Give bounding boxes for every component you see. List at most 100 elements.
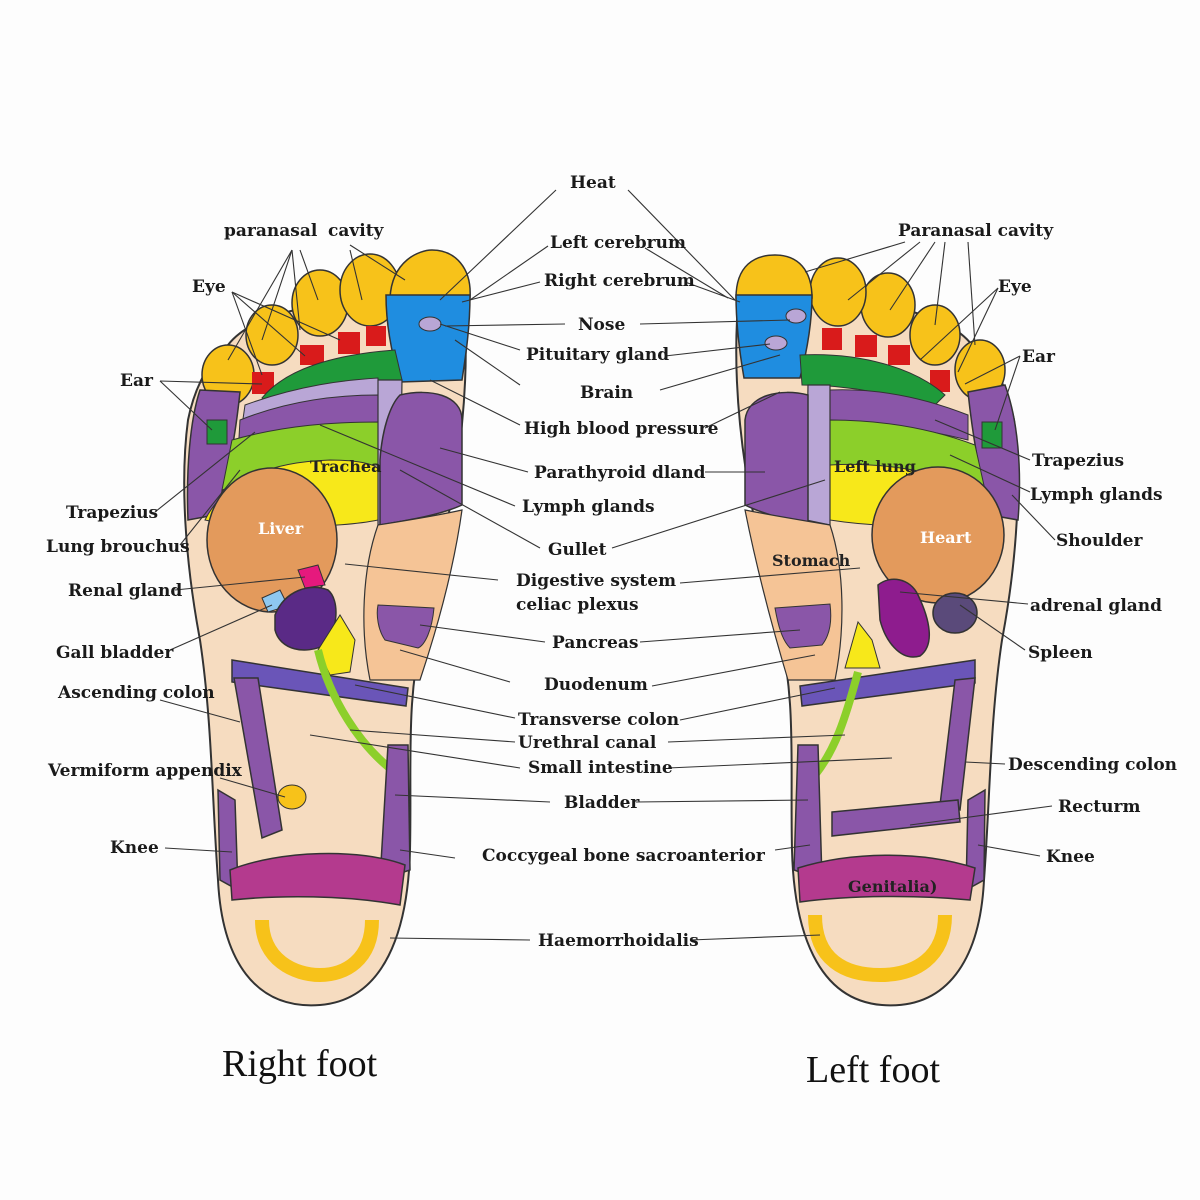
zone-label-liver: Liver bbox=[258, 519, 304, 538]
right-renal-gland bbox=[297, 564, 326, 589]
right-sinus-red-2 bbox=[300, 345, 324, 365]
left-foot bbox=[735, 254, 1021, 1007]
label-nose: Nose bbox=[578, 315, 625, 335]
label-vermiform-appendix: Vermiform appendix bbox=[47, 761, 243, 781]
label-lymph-glands-left: Lymph glands bbox=[1030, 485, 1163, 505]
right-fourth-toe bbox=[245, 304, 299, 366]
zone-label-genitalia: Genitalia) bbox=[848, 877, 937, 896]
label-bladder: Bladder bbox=[564, 793, 640, 813]
label-high-blood-pressure: High blood pressure bbox=[524, 419, 719, 439]
label-ear-right: Ear bbox=[120, 371, 154, 391]
right-parathyroid-zone bbox=[379, 391, 463, 526]
left-parathyroid-zone bbox=[744, 391, 809, 526]
left-genitalia-zone bbox=[797, 854, 976, 903]
right-digestive-column bbox=[363, 509, 463, 681]
left-bladder-zone bbox=[793, 744, 823, 882]
label-gullet: Gullet bbox=[548, 540, 607, 560]
label-heat: Heat bbox=[570, 173, 616, 193]
label-trapezius-left: Trapezius bbox=[1032, 451, 1124, 471]
label-adrenal-gland: adrenal gland bbox=[1030, 596, 1162, 616]
label-trapezius-right: Trapezius bbox=[66, 503, 158, 523]
right-third-toe bbox=[291, 269, 349, 337]
left-fourth-toe bbox=[909, 304, 961, 366]
right-ear-green-patch bbox=[206, 419, 228, 445]
left-vertical-strip bbox=[805, 384, 831, 526]
left-descending-colon bbox=[939, 677, 976, 811]
right-foot-labels: paranasal cavity Eye Ear Trapezius Lung … bbox=[46, 221, 385, 858]
left-heel-arc bbox=[808, 914, 952, 983]
left-spleen-zone bbox=[932, 592, 978, 634]
label-parathyroid-gland: Parathyroid dland bbox=[534, 463, 706, 483]
right-sinus-red-4 bbox=[366, 326, 386, 346]
label-small-intestine: Small intestine bbox=[528, 758, 673, 778]
right-heel-arc bbox=[255, 919, 379, 983]
left-stomach-column bbox=[744, 509, 843, 681]
right-transverse-colon bbox=[231, 659, 409, 707]
label-duodenum: Duodenum bbox=[544, 675, 648, 695]
right-sinus-red-3 bbox=[338, 332, 360, 354]
left-brain-dot-2 bbox=[764, 335, 788, 351]
leader-lines bbox=[154, 189, 1056, 941]
label-paranasal-cavity: Paranasal cavity bbox=[898, 221, 1054, 241]
right-urethral-canal bbox=[314, 649, 395, 774]
right-big-toe-brain-zone bbox=[385, 294, 471, 383]
left-sinus-red-2 bbox=[855, 335, 877, 357]
label-celiac-plexus: celiac plexus bbox=[516, 595, 639, 615]
zone-label-heart: Heart bbox=[920, 528, 972, 547]
zone-label-stomach: Stomach bbox=[772, 551, 851, 570]
left-rectum-zone bbox=[831, 799, 961, 837]
label-lung-brouchus: Lung brouchus bbox=[46, 537, 190, 557]
label-pituitary-gland: Pituitary gland bbox=[526, 345, 669, 365]
label-spleen: Spleen bbox=[1028, 643, 1093, 663]
zone-label-left-lung: Left lung bbox=[834, 457, 916, 476]
label-eye-right: Eye bbox=[192, 277, 226, 297]
right-big-toe bbox=[389, 249, 471, 299]
label-renal-gland: Renal gland bbox=[68, 581, 182, 601]
left-adrenal-gland bbox=[877, 578, 931, 658]
label-descending-colon: Descending colon bbox=[1008, 755, 1177, 775]
caption-right-foot: Right foot bbox=[222, 1043, 378, 1085]
left-brain-dot-1 bbox=[785, 308, 807, 324]
label-brain: Brain bbox=[580, 383, 633, 403]
right-kidney-zone bbox=[274, 586, 337, 651]
left-sinus-red-3 bbox=[888, 345, 910, 365]
left-big-toe bbox=[735, 254, 813, 299]
label-digestive-system: Digestive system bbox=[516, 571, 676, 591]
label-knee-left: Knee bbox=[1046, 847, 1095, 867]
label-shoulder: Shoulder bbox=[1056, 531, 1143, 551]
right-appendix bbox=[277, 784, 307, 810]
label-transverse-colon: Transverse colon bbox=[518, 710, 679, 730]
right-genitalia-zone bbox=[229, 852, 406, 906]
right-foot bbox=[183, 249, 471, 1007]
right-pituitary-dot bbox=[418, 316, 442, 332]
right-bladder-zone bbox=[379, 744, 411, 882]
right-ascending-colon bbox=[233, 677, 283, 840]
caption-left-foot: Left foot bbox=[806, 1049, 940, 1091]
left-neck-zone-green bbox=[799, 354, 946, 411]
label-coccygeal: Coccygeal bone sacroanterior bbox=[482, 846, 766, 866]
label-knee-right: Knee bbox=[110, 838, 159, 858]
left-sinus-red-1 bbox=[822, 328, 842, 350]
label-cavity: cavity bbox=[328, 221, 385, 241]
zone-label-trachea: Trachea bbox=[310, 457, 381, 476]
right-pancreas-zone bbox=[376, 604, 435, 649]
left-pancreas-zone bbox=[774, 603, 832, 649]
left-urethral-canal bbox=[811, 670, 862, 778]
label-recturm: Recturm bbox=[1058, 797, 1140, 817]
label-urethral-canal: Urethral canal bbox=[518, 733, 657, 753]
label-pancreas: Pancreas bbox=[552, 633, 638, 653]
label-lymph-glands-center: Lymph glands bbox=[522, 497, 655, 517]
left-yellow-small bbox=[844, 620, 881, 669]
center-labels: Heat Left cerebrum Right cerebrum Nose P… bbox=[482, 173, 766, 951]
label-ear-left: Ear bbox=[1022, 347, 1056, 367]
left-foot-labels: Paranasal cavity Eye Ear Trapezius Lymph… bbox=[898, 221, 1177, 867]
label-eye-left: Eye bbox=[998, 277, 1032, 297]
label-paranasal: paranasal bbox=[224, 221, 318, 241]
label-ascending-colon: Ascending colon bbox=[57, 683, 215, 703]
label-right-cerebrum: Right cerebrum bbox=[544, 271, 695, 291]
right-sinus-red-1 bbox=[252, 372, 274, 394]
label-gall-bladder: Gall bladder bbox=[56, 643, 174, 663]
label-left-cerebrum: Left cerebrum bbox=[550, 233, 686, 253]
label-haemorrhoidalis: Haemorrhoidalis bbox=[538, 931, 699, 951]
